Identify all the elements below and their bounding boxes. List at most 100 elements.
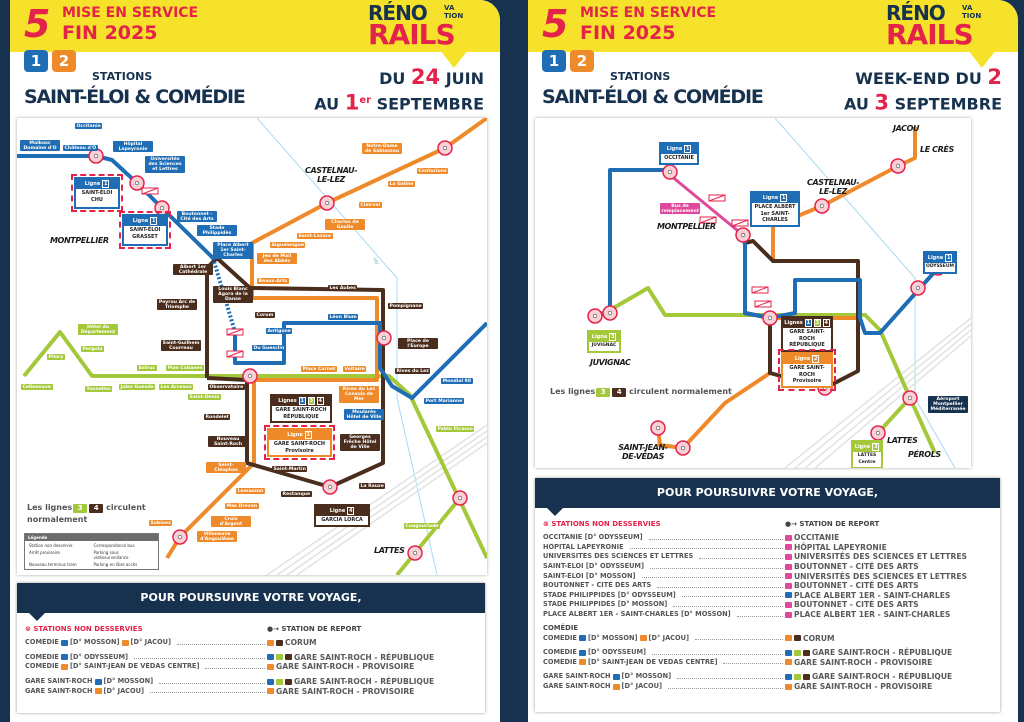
station-label[interactable]: Place Carnot [301, 366, 337, 373]
station-label[interactable]: Occitanie [75, 123, 103, 130]
report-station-text: PLACE ALBERT 1ER - SAINT-CHARLES [794, 610, 951, 620]
station-label[interactable]: Rives du Lez [395, 368, 431, 375]
station-label[interactable]: Pilory [47, 354, 65, 361]
station-label[interactable]: Les Aubes [328, 285, 358, 292]
callout-title: Ligne [287, 432, 303, 438]
station-label[interactable]: La Galine [388, 181, 416, 188]
tram-line-orange [656, 127, 917, 450]
railway-track [266, 424, 487, 575]
station-label[interactable]: Pablo Picasso [436, 426, 475, 433]
station-label[interactable]: Albert 1er Cathédrale [173, 264, 213, 276]
town-label: CASTELNAU-LE-LEZ [807, 178, 860, 196]
station-label[interactable]: Hôtel du Département [78, 324, 118, 336]
station-label[interactable]: Aiguelongue [270, 242, 306, 249]
station-label[interactable]: Stade Philippidès [197, 225, 237, 237]
station-label[interactable]: Croix d'Argent [211, 516, 251, 528]
station-dot [93, 153, 99, 159]
station-label[interactable]: Place de l'Europe [398, 338, 438, 350]
legend-item: Parking en libre accès [93, 562, 138, 567]
callout-line-badge: 1 [684, 145, 692, 153]
station-label[interactable]: Restanque [281, 491, 312, 498]
station-label[interactable]: Lemasson [236, 488, 265, 495]
station-label[interactable]: Pompignane [388, 303, 424, 310]
station-label[interactable]: Sabines [149, 520, 173, 527]
station-label[interactable]: Centurions [417, 168, 449, 175]
station-label[interactable]: Du Guesclin [252, 345, 286, 352]
station-label[interactable]: Villeneuve d'Angoulême [197, 531, 237, 543]
station-label[interactable]: Place Albert 1er Saint-Charles [213, 242, 253, 259]
station-label[interactable]: Château d'Ô [63, 145, 98, 152]
line-badge-4: 4 [89, 504, 104, 513]
station-label[interactable]: Cougourlude [404, 523, 441, 530]
station-label[interactable]: Jules Guesde [119, 384, 156, 391]
station-label[interactable]: Louis Blanc Agora de la Danse [213, 286, 253, 303]
station-label[interactable]: Saint-Denis [188, 394, 221, 401]
station-label[interactable]: Beaux-Arts [257, 278, 289, 285]
station-label[interactable]: Saint-Lazare [297, 233, 333, 240]
station-label[interactable]: Malbosc Domaine d'O [20, 140, 60, 152]
station-label[interactable]: Celleneuve [21, 384, 53, 391]
station-label[interactable]: Peyrou Arc de Triomphe [157, 299, 197, 311]
closed-station-cross [141, 187, 159, 195]
station-label[interactable]: Charles de Gaulle [325, 219, 365, 231]
station-label[interactable]: Clairval [359, 202, 382, 209]
station-label[interactable]: Rondelet [204, 414, 231, 421]
closed-station: SAINT-ÉLOI [D° MOSSON] [543, 572, 785, 581]
panel-column-headers: ⊗ STATIONS NON DESSERVIES●→ STATION DE R… [17, 613, 485, 634]
station-label[interactable]: Georges Frêche Hôtel de Ville [340, 434, 380, 451]
line-badge-brown-icon [803, 649, 810, 656]
station-label[interactable]: Voltaire [343, 366, 367, 373]
station-label[interactable]: Port Marianne [424, 398, 464, 405]
station-label[interactable]: Nouveau Saint-Roch [208, 436, 248, 448]
station-label[interactable]: Saint-Guilhem Courreau [161, 340, 201, 352]
station-label[interactable]: Léon Blum [328, 314, 359, 321]
station-dot [592, 313, 598, 319]
report-station: PLACE ALBERT 1ER - SAINT-CHARLES [785, 610, 950, 619]
station-label[interactable]: Pergola [81, 346, 104, 353]
station-label[interactable]: Mondial 98 [441, 378, 473, 385]
station-dot [381, 335, 387, 341]
station-label[interactable]: Observatoire [208, 384, 245, 391]
station-dot [324, 200, 330, 206]
station-label[interactable]: Plan Cabanes [166, 365, 204, 372]
station-label[interactable]: Antigone [266, 328, 293, 335]
station-label[interactable]: Aéroport Montpellier Méditerranée [928, 396, 968, 413]
bus-icon [785, 582, 792, 589]
station-label[interactable]: Rives du Lez Consuls de Mer [339, 386, 379, 403]
closed-station-cross [226, 328, 244, 336]
station-label[interactable]: Notre-Dame de Sablassou [362, 143, 402, 155]
station-label[interactable]: Boutonnet - Cité des Arts [177, 211, 217, 223]
station-label[interactable]: La Rauze [359, 483, 386, 490]
station-label[interactable]: Astruc [137, 365, 157, 372]
station-label[interactable]: Universités des Sciences et Lettres [145, 156, 185, 173]
station-label[interactable]: Mas Drevon [225, 503, 259, 510]
station-label[interactable]: Saint-Martin [272, 466, 308, 473]
redirect-row: GARE SAINT-ROCH[D° MOSSON]GARE SAINT-ROC… [25, 677, 477, 687]
station-label[interactable]: Bus de remplacement [660, 203, 700, 215]
station-label[interactable]: Hôpital Lapeyronie [113, 141, 153, 153]
station-label[interactable]: Moularès Hôtel de Ville [344, 409, 384, 421]
station-label[interactable]: Saint-Cléophas [206, 462, 246, 474]
station-label[interactable]: Jeu de Mail des Abbés [257, 253, 297, 265]
closed-station-text: [D° JACOU] [130, 638, 171, 647]
station-label[interactable]: Corum [255, 312, 275, 319]
closed-station: STADE PHILIPPIDÈS [D° MOSSON] [543, 600, 785, 609]
station-label[interactable]: Tonnelles [85, 386, 113, 393]
line-badge-orange-icon [785, 683, 792, 690]
station-label[interactable]: Les Arceaux [159, 384, 194, 391]
